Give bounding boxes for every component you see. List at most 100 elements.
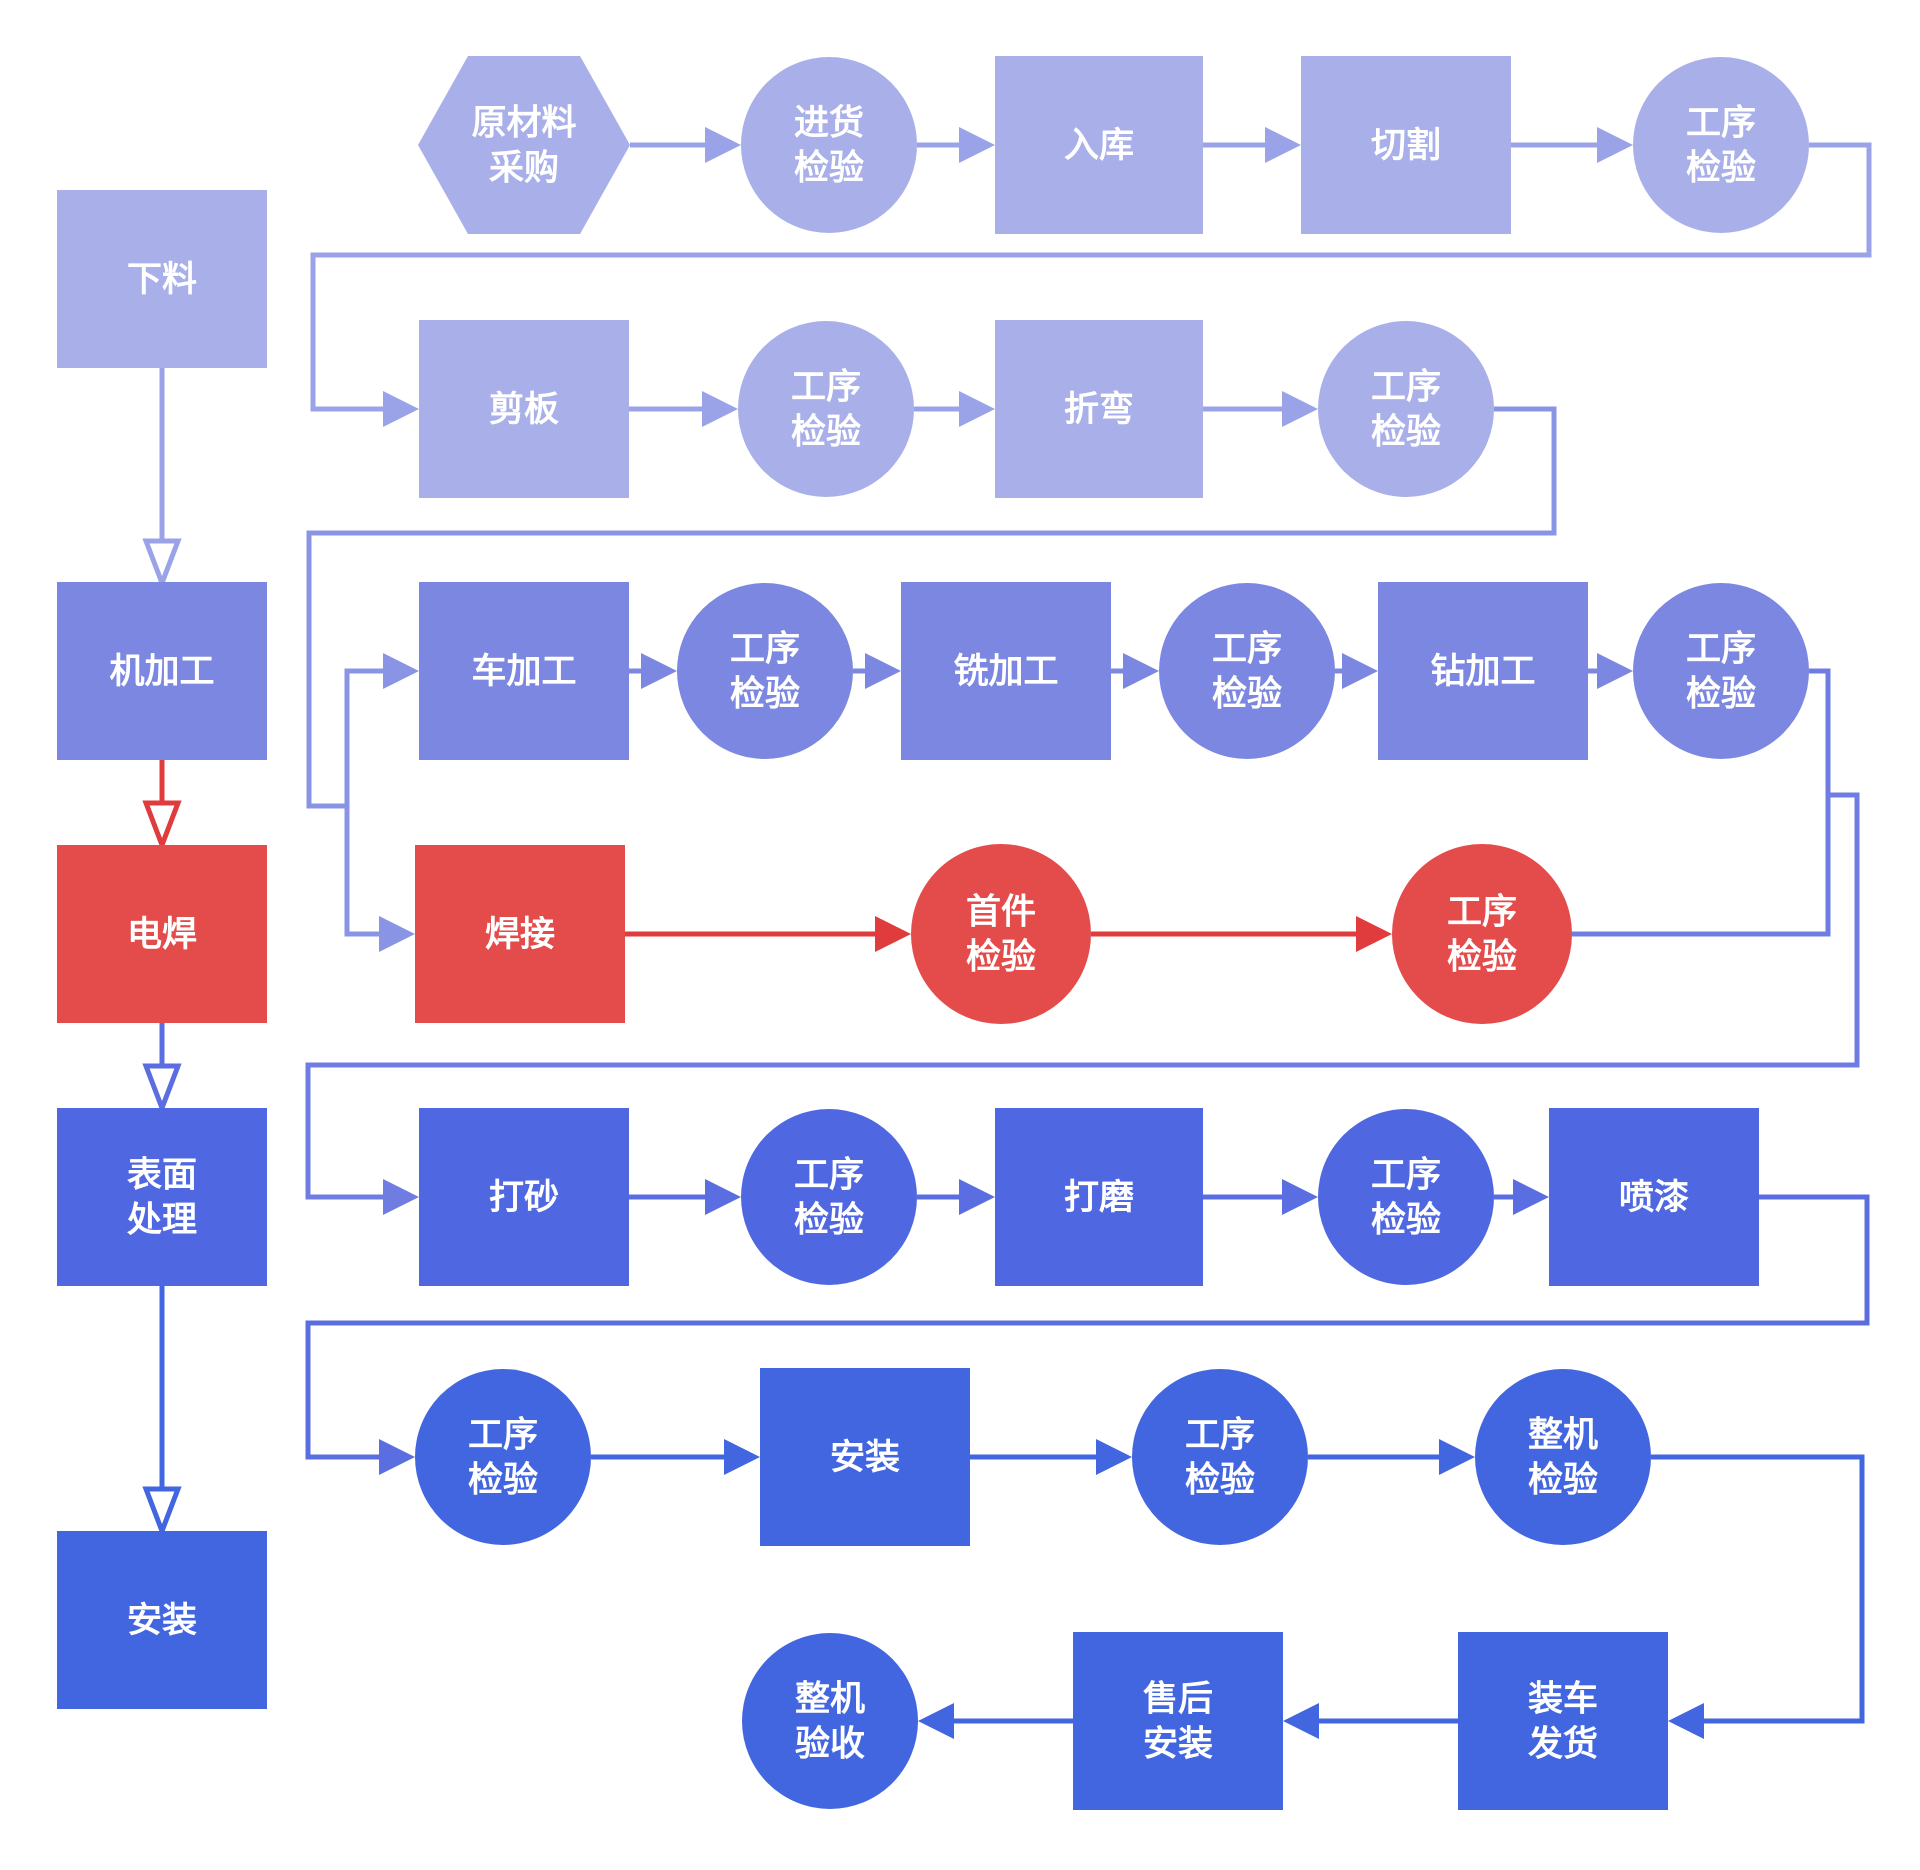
gongxu-jianyan-5-label: 工序检验	[1212, 630, 1282, 714]
gongxu-jianyan-5-circle	[1159, 583, 1335, 759]
gongxu-jianyan-4-label: 工序检验	[730, 630, 800, 714]
penqi: 喷漆	[1549, 1108, 1759, 1286]
damo-label-line-1: 打磨	[1064, 1178, 1134, 1217]
anzhuang-label: 安装	[830, 1438, 900, 1477]
stage-arrow-jijiagong-dianhan	[142, 760, 182, 853]
zhengji-jianyan-label-line-1: 整机	[1528, 1416, 1598, 1455]
stage-xialiao-label: 下料	[127, 260, 197, 299]
gongxu-jianyan-2-label-line-2: 检验	[791, 413, 861, 452]
stage-arrow-dianhan-biaomian	[142, 1023, 182, 1116]
hanjie: 焊接	[415, 845, 625, 1023]
gongxu-jianyan-7-circle	[1392, 844, 1572, 1024]
flow-gx9-penqi	[1494, 1179, 1549, 1215]
chejiagong: 车加工	[419, 582, 629, 760]
gongxu-jianyan-5: 工序检验	[1159, 583, 1335, 759]
zhengji-yanshou: 整机验收	[742, 1633, 918, 1809]
ruku-box	[995, 56, 1203, 234]
xijiagong-box	[901, 582, 1111, 760]
ruku: 入库	[995, 56, 1203, 234]
xijiagong-label: 铣加工	[953, 652, 1058, 691]
zuanjiagong-label: 钻加工	[1430, 652, 1535, 691]
gongxu-jianyan-2-circle	[738, 321, 914, 497]
flow-gx5-zuan	[1335, 653, 1378, 689]
gongxu-jianyan-1-label-line-2: 检验	[1686, 149, 1756, 188]
zhuangche-fahuo-label-line-2: 发货	[1528, 1725, 1598, 1764]
qiege: 切割	[1301, 56, 1511, 234]
damo-label: 打磨	[1064, 1178, 1134, 1217]
stage-anzhuang: 安装	[57, 1531, 267, 1709]
stage-jijiagong: 机加工	[57, 582, 267, 760]
gongxu-jianyan-9: 工序检验	[1318, 1109, 1494, 1285]
gongxu-jianyan-7-label-line-2: 检验	[1447, 938, 1517, 977]
gongxu-jianyan-3-label-line-2: 检验	[1371, 413, 1441, 452]
zhengji-jianyan-circle	[1475, 1369, 1651, 1545]
flow-zhuangche-shouhou-arrowhead	[1283, 1703, 1319, 1739]
ruku-label-line-1: 入库	[1064, 126, 1134, 165]
return-row1-to-jianban-arrowhead	[383, 391, 419, 427]
node-layer: 下料机加工电焊表面处理安装原材料采购进货检验入库切割工序检验剪板工序检验折弯工序…	[57, 56, 1809, 1810]
stage-anzhuang-box	[57, 1531, 267, 1709]
flow-gx8-damo-arrowhead	[959, 1179, 995, 1215]
return-row5-to-gx10-line	[305, 1194, 1870, 1460]
flow-anzhuang-gx11-arrowhead	[1096, 1439, 1132, 1475]
flow-damo-gx9-arrowhead	[1282, 1179, 1318, 1215]
zhewan-label-line-1: 折弯	[1064, 389, 1134, 429]
flow-zhewan-gx3	[1203, 391, 1318, 427]
gongxu-jianyan-8-circle	[741, 1109, 917, 1285]
flow-caigou-jinhuo-arrowhead	[705, 127, 741, 163]
gongxu-jianyan-10-label-line-1: 工序	[468, 1416, 538, 1455]
flow-che-gx4-arrowhead	[641, 653, 677, 689]
stage-biaomian-chuli-label-line-1: 表面	[127, 1156, 197, 1195]
stage-biaomian-chuli: 表面处理	[57, 1108, 267, 1286]
zuanjiagong-box	[1378, 582, 1588, 760]
merge-to-dasha-arrowhead	[383, 1179, 419, 1215]
gongxu-jianyan-11: 工序检验	[1132, 1369, 1308, 1545]
yuancailiao-caigou: 原材料采购	[418, 56, 630, 234]
shouhou-anzhuang-label-line-1: 售后	[1143, 1680, 1213, 1719]
merge-row3-to-red-line	[1572, 668, 1831, 937]
stage-jijiagong-label: 机加工	[109, 652, 214, 691]
gongxu-jianyan-4: 工序检验	[677, 583, 853, 759]
flow-gx4-xi-arrowhead	[865, 653, 901, 689]
jinhuo-jianyan-label-line-1: 进货	[794, 104, 864, 143]
connector-layer	[142, 127, 1872, 1739]
flow-gx11-zhengji	[1308, 1439, 1475, 1475]
gongxu-jianyan-9-label: 工序检验	[1371, 1156, 1441, 1240]
gongxu-jianyan-11-label: 工序检验	[1185, 1416, 1255, 1500]
flow-shouhou-yanshou-arrowhead	[918, 1703, 954, 1739]
penqi-label-line-1: 喷漆	[1619, 1178, 1689, 1217]
gongxu-jianyan-1-label-line-1: 工序	[1686, 104, 1756, 143]
flow-jianban-gx2-arrowhead	[702, 391, 738, 427]
xijiagong: 铣加工	[901, 582, 1111, 760]
zhengji-jianyan: 整机检验	[1475, 1369, 1651, 1545]
gongxu-jianyan-6-label-line-1: 工序	[1686, 630, 1756, 669]
gongxu-jianyan-1-circle	[1633, 57, 1809, 233]
stage-xialiao-box	[57, 190, 267, 368]
zhuangche-fahuo-label-line-1: 装车	[1528, 1680, 1598, 1719]
flow-jianban-gx2	[629, 391, 738, 427]
branch-to-chejiagong-line	[344, 668, 391, 806]
branch-to-hanjie	[344, 806, 415, 952]
chejiagong-label-line-1: 车加工	[471, 652, 576, 691]
zhengji-yanshou-circle	[742, 1633, 918, 1809]
flow-gx2-zhewan	[914, 391, 995, 427]
gongxu-jianyan-11-circle	[1132, 1369, 1308, 1545]
jianban-label: 剪板	[489, 390, 559, 429]
stage-arrow-dianhan-biaomian-arrowhead	[142, 1063, 182, 1116]
branch-to-chejiagong	[344, 653, 419, 806]
branch-to-hanjie-line	[344, 806, 387, 937]
shouhou-anzhuang-label-line-2: 安装	[1143, 1725, 1213, 1764]
flow-dasha-gx8	[629, 1179, 741, 1215]
zhewan: 折弯	[995, 320, 1203, 498]
flow-qiege-gx1-arrowhead	[1597, 127, 1633, 163]
zhuangche-fahuo: 装车发货	[1458, 1632, 1668, 1810]
shoujian-jianyan-circle	[911, 844, 1091, 1024]
gongxu-jianyan-4-label-line-2: 检验	[730, 675, 800, 714]
return-row5-to-gx10	[305, 1194, 1870, 1475]
qiege-label-line-1: 切割	[1371, 126, 1441, 165]
return-row1-to-jianban	[310, 142, 1872, 427]
gongxu-jianyan-10-label-line-2: 检验	[468, 1461, 538, 1500]
flow-ruku-qiege-arrowhead	[1265, 127, 1301, 163]
